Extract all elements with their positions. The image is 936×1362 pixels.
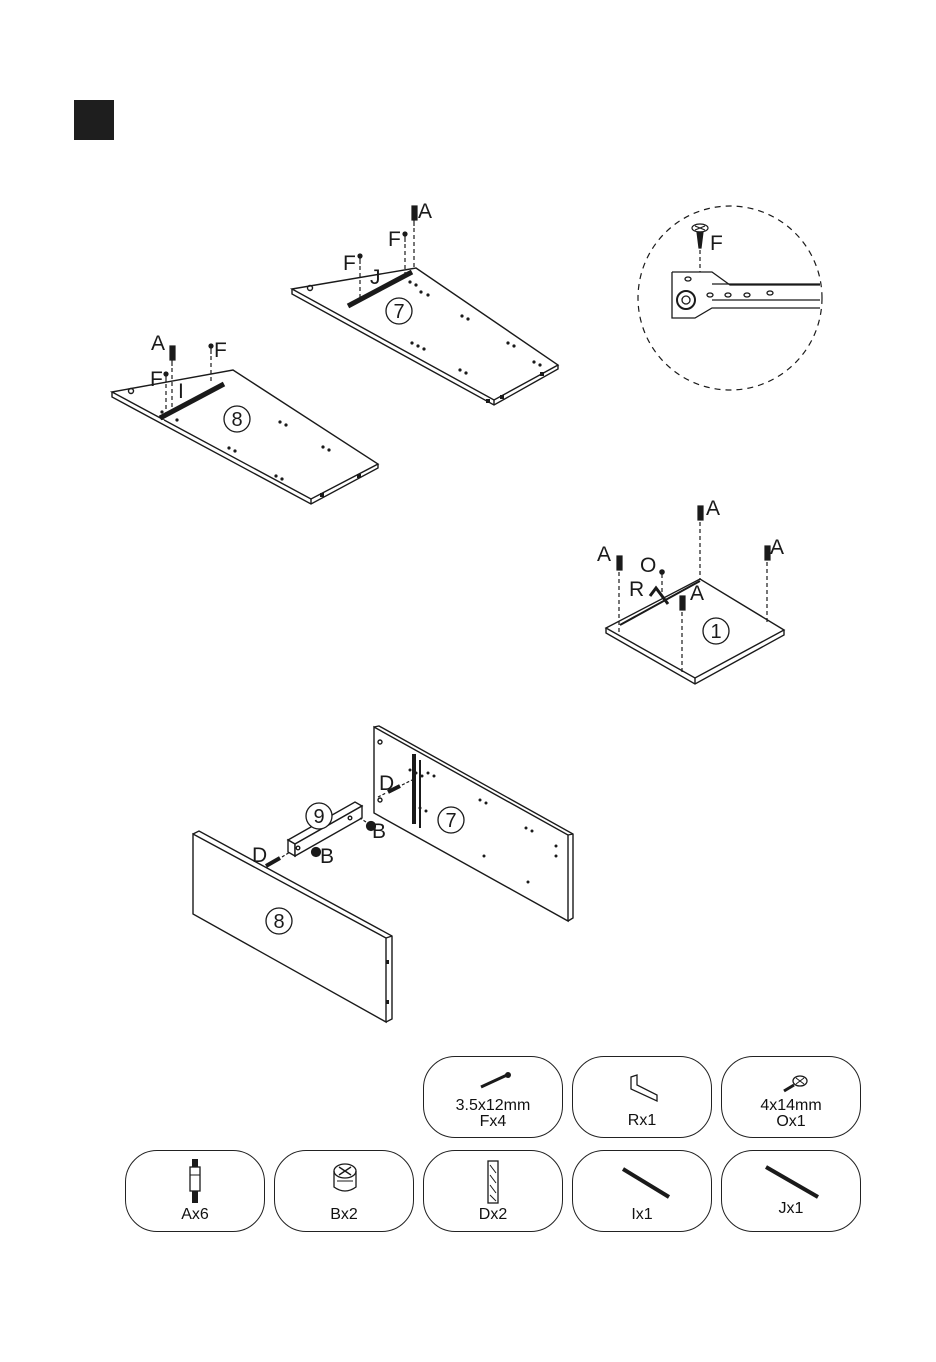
callout-f: F (388, 228, 401, 251)
callout-a: A (151, 332, 165, 355)
panel-7-board (292, 268, 558, 405)
callout-a: A (706, 497, 720, 520)
callout-a: A (770, 536, 784, 559)
hardware-j-qty: Jx1 (722, 1200, 860, 1217)
hardware-j-card: Jx1 (721, 1150, 861, 1232)
drawer-runner-icon (722, 1151, 862, 1233)
hardware-i-card: Ix1 (572, 1150, 712, 1232)
callout-a: A (690, 582, 704, 605)
callout-j: J (370, 266, 381, 289)
hardware-d-card: Dx2 (423, 1150, 563, 1232)
panel-7-number: 7 (445, 810, 456, 832)
hardware-a-qty: Ax6 (126, 1206, 264, 1223)
callout-f: F (214, 339, 227, 362)
callout-b: B (320, 845, 334, 868)
panel-9-number: 9 (313, 806, 324, 828)
panel-7-upright (374, 726, 573, 921)
hardware-f-size: 3.5x12mm (424, 1097, 562, 1114)
callout-f: F (150, 368, 163, 391)
panel-8-number: 8 (231, 409, 242, 431)
callout-i: I (178, 380, 184, 403)
hardware-b-card: Bx2 (274, 1150, 414, 1232)
callout-r: R (629, 578, 644, 601)
hardware-f-qty: Fx4 (424, 1113, 562, 1130)
callout-a: A (597, 543, 611, 566)
callout-b: B (372, 820, 386, 843)
hardware-d-qty: Dx2 (424, 1206, 562, 1223)
hardware-b-qty: Bx2 (275, 1206, 413, 1223)
callout-o: O (640, 554, 656, 577)
panel-8-number: 8 (273, 911, 284, 933)
panel-1-number: 1 (710, 621, 721, 643)
panel-8-front (193, 831, 392, 1022)
callout-a: A (418, 200, 432, 223)
hardware-f-card: 3.5x12mm Fx4 (423, 1056, 563, 1138)
hardware-r-card: Rx1 (572, 1056, 712, 1138)
callout-d: D (379, 772, 394, 795)
hardware-o-qty: Ox1 (722, 1113, 860, 1130)
detail-view (638, 206, 822, 390)
callout-f: F (710, 232, 723, 255)
hardware-o-card: 4x14mm Ox1 (721, 1056, 861, 1138)
panel-7-number: 7 (393, 301, 404, 323)
callout-f: F (343, 252, 356, 275)
hardware-r-qty: Rx1 (573, 1112, 711, 1129)
hardware-o-size: 4x14mm (722, 1097, 860, 1114)
hardware-a-card: Ax6 (125, 1150, 265, 1232)
hardware-i-qty: Ix1 (573, 1206, 711, 1223)
